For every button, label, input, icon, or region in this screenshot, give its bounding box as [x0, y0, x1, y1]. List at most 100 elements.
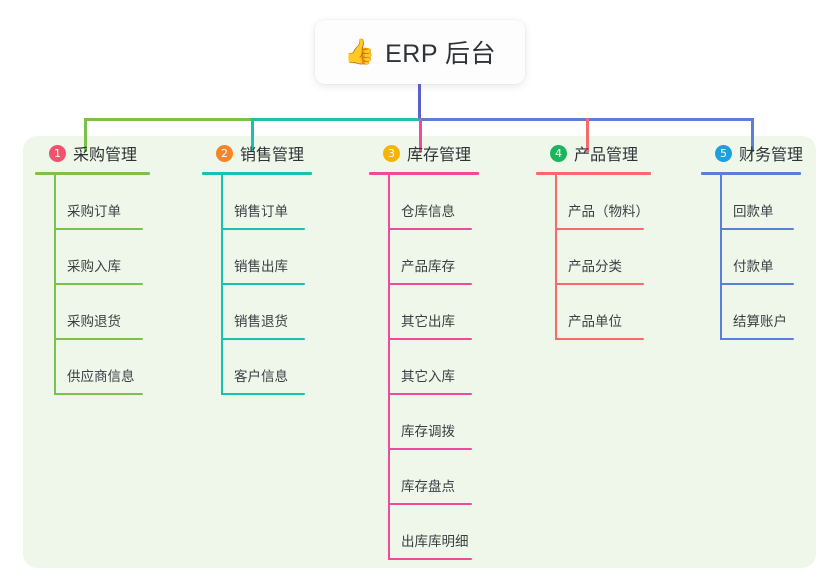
- column-header-产品管理[interactable]: 4 产品管理: [536, 136, 651, 170]
- list-item-underline: [388, 338, 472, 340]
- list-item[interactable]: 付款单: [720, 230, 801, 285]
- column-header-销售管理[interactable]: 2 销售管理: [202, 136, 312, 170]
- list-item-underline: [388, 448, 472, 450]
- list-item[interactable]: 回款单: [720, 175, 801, 230]
- list-item-label: 销售出库: [234, 259, 288, 274]
- column-title: 采购管理: [73, 147, 138, 164]
- column-title: 库存管理: [407, 147, 472, 164]
- column-underline: [536, 172, 651, 175]
- thumbs-up-icon: 👍: [343, 37, 376, 66]
- list-item[interactable]: 库存调拨: [388, 395, 479, 450]
- list-item-underline: [555, 283, 644, 285]
- list-item-label: 采购订单: [67, 204, 121, 219]
- list-item-underline: [54, 228, 143, 230]
- list-item-label: 产品库存: [401, 259, 455, 274]
- list-item-underline: [54, 393, 143, 395]
- list-item-underline: [54, 283, 143, 285]
- list-item-label: 产品单位: [568, 314, 622, 329]
- list-item-underline: [388, 558, 472, 560]
- list-item-underline: [720, 228, 794, 230]
- column-items: 回款单付款单结算账户: [701, 175, 801, 340]
- list-item[interactable]: 产品单位: [555, 285, 651, 340]
- list-item[interactable]: 产品分类: [555, 230, 651, 285]
- column-采购管理: 1 采购管理采购订单采购入库采购退货供应商信息: [35, 136, 150, 395]
- list-item-label: 客户信息: [234, 369, 288, 384]
- list-item-underline: [221, 283, 305, 285]
- number-badge-1: 1: [49, 144, 66, 162]
- list-item-label: 回款单: [733, 204, 774, 219]
- list-item-underline: [555, 338, 644, 340]
- drop-col-1: [84, 118, 87, 152]
- list-item-label: 产品（物料）: [568, 204, 649, 219]
- list-item[interactable]: 产品库存: [388, 230, 479, 285]
- list-item-label: 产品分类: [568, 259, 622, 274]
- list-item-label: 付款单: [733, 259, 774, 274]
- column-underline: [369, 172, 479, 175]
- column-spine: [720, 175, 722, 340]
- list-item-underline: [388, 283, 472, 285]
- number-badge-5: 5: [715, 144, 732, 162]
- column-header-财务管理[interactable]: 5 财务管理: [701, 136, 804, 170]
- number-badge-3: 3: [383, 144, 400, 162]
- column-items: 销售订单销售出库销售退货客户信息: [202, 175, 312, 395]
- diagram-background-panel: [23, 136, 816, 568]
- list-item[interactable]: 其它入库: [388, 340, 479, 395]
- list-item[interactable]: 销售订单: [221, 175, 312, 230]
- list-item[interactable]: 采购订单: [54, 175, 150, 230]
- list-item[interactable]: 客户信息: [221, 340, 312, 395]
- list-item[interactable]: 其它出库: [388, 285, 479, 340]
- column-产品管理: 4 产品管理产品（物料） 产品分类产品单位: [536, 136, 651, 340]
- list-item-underline: [221, 338, 305, 340]
- list-item[interactable]: 销售退货: [221, 285, 312, 340]
- list-item-label: 销售退货: [234, 314, 288, 329]
- list-item-label: 仓库信息: [401, 204, 455, 219]
- trunk-line: [418, 84, 421, 120]
- list-item-label: 库存盘点: [401, 479, 455, 494]
- list-item-label: 库存调拨: [401, 424, 455, 439]
- column-spine: [221, 175, 223, 395]
- number-badge-2: 2: [216, 144, 233, 162]
- list-item[interactable]: 采购入库: [54, 230, 150, 285]
- column-title: 财务管理: [739, 147, 804, 164]
- root-node-erp-backend[interactable]: 👍 ERP 后台: [315, 20, 525, 84]
- column-title: 产品管理: [574, 147, 639, 164]
- segment-green: [84, 118, 253, 121]
- list-item-label: 其它入库: [401, 369, 455, 384]
- segment-teal: [251, 118, 421, 121]
- drop-col-4: [586, 118, 589, 152]
- column-销售管理: 2 销售管理销售订单销售出库销售退货客户信息: [202, 136, 312, 395]
- list-item[interactable]: 供应商信息: [54, 340, 150, 395]
- column-title: 销售管理: [240, 147, 305, 164]
- list-item-label: 销售订单: [234, 204, 288, 219]
- list-item[interactable]: 出库库明细: [388, 505, 479, 560]
- list-item[interactable]: 仓库信息: [388, 175, 479, 230]
- list-item[interactable]: 结算账户: [720, 285, 801, 340]
- column-underline: [35, 172, 150, 175]
- list-item-label: 其它出库: [401, 314, 455, 329]
- list-item[interactable]: 产品（物料）: [555, 175, 651, 230]
- list-item-label: 采购退货: [67, 314, 121, 329]
- list-item[interactable]: 销售出库: [221, 230, 312, 285]
- list-item-underline: [221, 228, 305, 230]
- column-items: 采购订单采购入库采购退货供应商信息: [35, 175, 150, 395]
- number-badge-4: 4: [550, 144, 567, 162]
- column-spine: [388, 175, 390, 560]
- column-header-采购管理[interactable]: 1 采购管理: [35, 136, 150, 170]
- list-item-underline: [388, 393, 472, 395]
- list-item-underline: [54, 338, 143, 340]
- list-item-underline: [555, 228, 644, 230]
- column-header-库存管理[interactable]: 3 库存管理: [369, 136, 479, 170]
- drop-col-5: [751, 118, 754, 152]
- list-item-underline: [388, 228, 472, 230]
- list-item[interactable]: 采购退货: [54, 285, 150, 340]
- column-spine: [555, 175, 557, 340]
- list-item-underline: [720, 338, 794, 340]
- column-items: 产品（物料） 产品分类产品单位: [536, 175, 651, 340]
- list-item[interactable]: 库存盘点: [388, 450, 479, 505]
- column-库存管理: 3 库存管理仓库信息产品库存其它出库其它入库库存调拨库存盘点出库库明细: [369, 136, 479, 560]
- column-underline: [202, 172, 312, 175]
- list-item-underline: [388, 503, 472, 505]
- list-item-underline: [720, 283, 794, 285]
- column-spine: [54, 175, 56, 395]
- list-item-label: 出库库明细: [401, 534, 469, 549]
